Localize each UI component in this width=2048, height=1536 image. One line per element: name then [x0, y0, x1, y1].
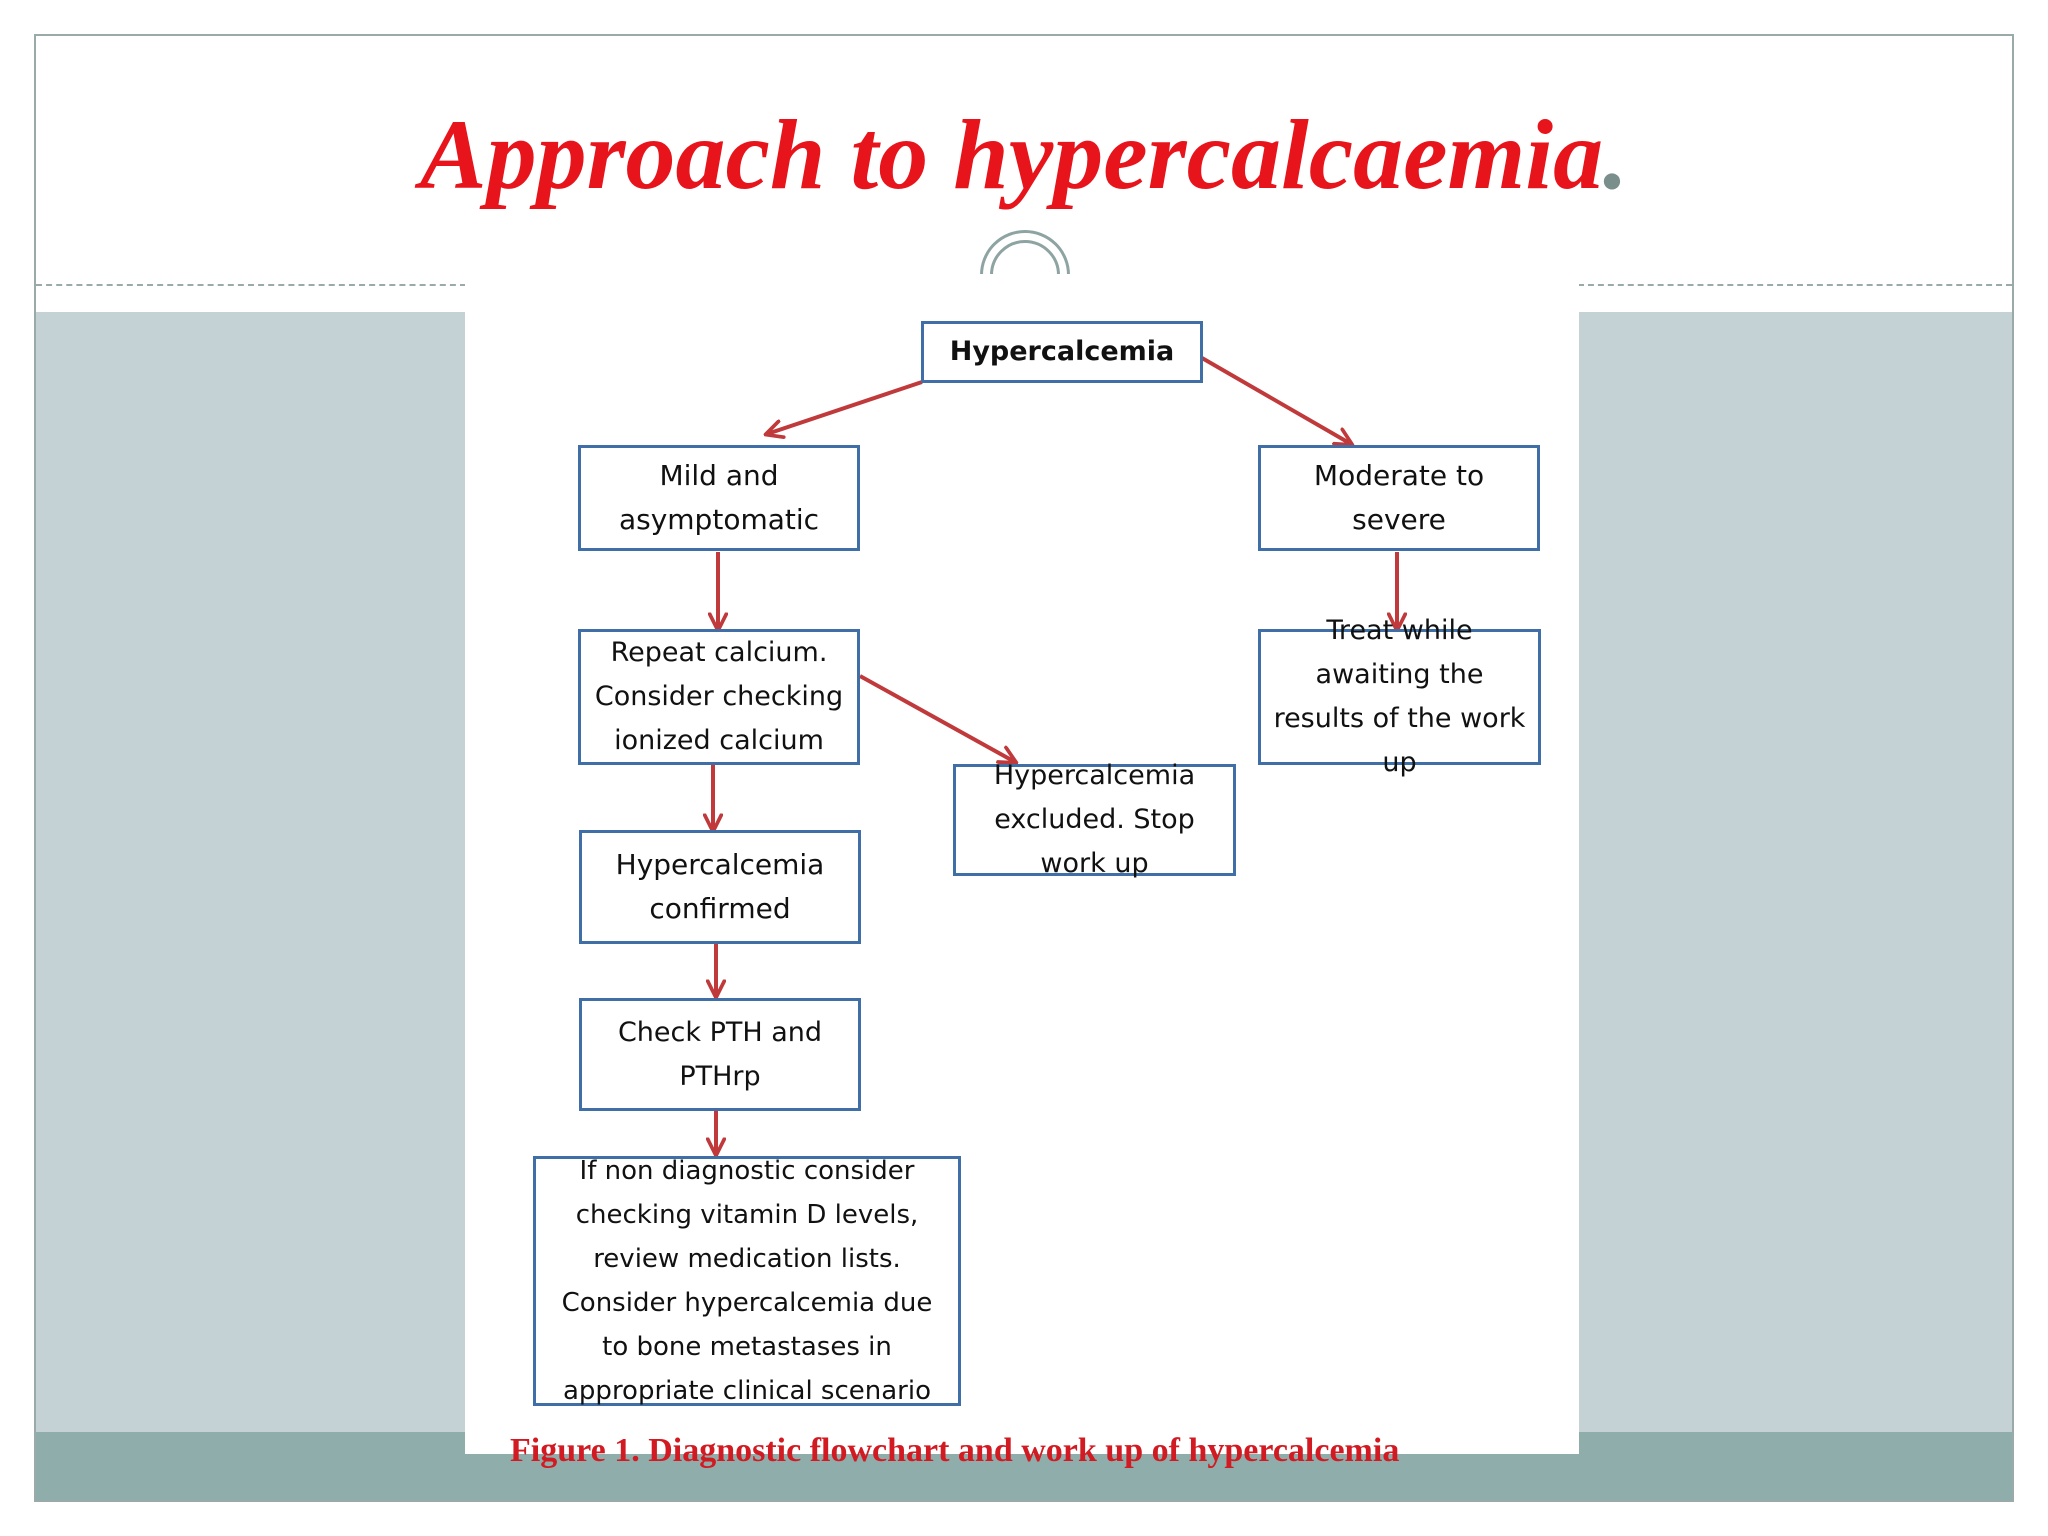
- node-hypercalcemia-excluded: Hypercalcemia excluded. Stop work up: [953, 760, 1236, 879]
- figure-caption-text: Figure 1. Diagnostic flowchart and work …: [510, 1432, 1400, 1469]
- arrow-repeat-to-excluded: [859, 674, 1015, 762]
- node-check-pth-and-pthrp: Check PTH and PTHrp: [579, 998, 861, 1111]
- title-divider-right: [1578, 284, 2012, 286]
- node-treat-while-awaiting: Treat while awaiting the results of the …: [1258, 615, 1541, 778]
- node-hypercalcemia: Hypercalcemia: [921, 321, 1203, 383]
- flowchart-arrows: [465, 356, 1579, 1454]
- flowchart-figure: Hypercalcemia Mild and asymptomatic Mode…: [465, 274, 1579, 1469]
- node-non-diagnostic: If non diagnostic consider checking vita…: [533, 1156, 961, 1406]
- title-divider-left: [36, 284, 466, 286]
- node-hypercalcemia-confirmed: Hypercalcemia confirmed: [579, 830, 861, 944]
- arrow-hypercalcemia-to-mild: [767, 380, 923, 434]
- slide-title-suffix: .: [1603, 99, 1629, 210]
- slide-title-text: Approach to hypercalcaemia: [419, 99, 1604, 210]
- node-moderate-to-severe: Moderate to severe: [1258, 445, 1540, 551]
- arrow-hypercalcemia-to-moderate: [1201, 356, 1351, 444]
- node-mild-and-asymptomatic: Mild and asymptomatic: [578, 445, 860, 551]
- node-repeat-calcium: Repeat calcium. Consider checking ionize…: [578, 629, 860, 765]
- figure-caption-cut-off: Figure 1. Diagnostic flowchart and work …: [510, 1432, 1510, 1469]
- slide-title: Approach to hypercalcaemia.: [0, 95, 2048, 215]
- concentric-arc-icon: [980, 230, 1070, 320]
